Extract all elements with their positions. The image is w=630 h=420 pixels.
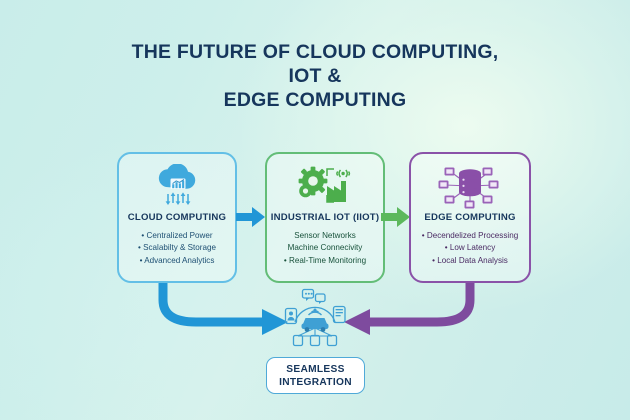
page-title: THE FUTURE OF CLOUD COMPUTING, IOT & EDG… [0, 40, 630, 112]
list-item: • Scalabilty & Storage [138, 243, 216, 253]
list-item: Sensor Networks [294, 231, 356, 240]
card-title-cloud-computing: CLOUD COMPUTING [127, 212, 227, 223]
curved-arrow-blue-path [158, 283, 266, 327]
list-item: • Low Latency [444, 243, 496, 253]
card-cloud-computing[interactable]: CLOUD COMPUTING • Centralized Power • Sc… [117, 152, 237, 283]
curved-arrow-purple-path [366, 283, 475, 327]
cloud-analytics-icon [119, 162, 235, 210]
database-network-icon [411, 162, 529, 210]
iot-devices-hub-icon [281, 288, 349, 348]
factory-gear-signal-icon [267, 162, 383, 210]
page-title-line-1: THE FUTURE OF CLOUD COMPUTING, [131, 41, 499, 63]
seamless-integration-badge[interactable]: SEAMLESS INTEGRATION [266, 357, 365, 394]
card-title-edge-computing: EDGE COMPUTING [424, 212, 516, 223]
list-item: • Advanced Analytics [139, 255, 215, 265]
list-item: • Real-Time Monitoring [283, 255, 367, 265]
list-item: • Decendelized Processing [421, 231, 519, 240]
card-industrial-iot[interactable]: INDUSTRIAL IOT (IIOT) Sensor Networks Ma… [265, 152, 385, 283]
list-item: Machine Connecivity [287, 243, 363, 253]
card-bullets-edge-computing: • Decendelized Processing • Low Latency … [411, 230, 529, 267]
list-item: • Centralized Power [141, 231, 213, 240]
badge-line-1: SEAMLESS [286, 363, 345, 375]
card-bullets-industrial-iot: Sensor Networks Machine Connecivity • Re… [267, 230, 383, 267]
arrow-right-green-icon [381, 205, 411, 229]
badge-line-2: INTEGRATION [279, 376, 352, 388]
page-title-line-2: IOT & [288, 65, 342, 87]
card-title-industrial-iot: INDUSTRIAL IOT (IIOT) [270, 212, 380, 223]
arrow-right-blue-icon [236, 205, 266, 229]
card-bullets-cloud-computing: • Centralized Power • Scalabilty & Stora… [119, 230, 235, 267]
card-edge-computing[interactable]: EDGE COMPUTING • Decendelized Processing… [409, 152, 531, 283]
list-item: • Local Data Analysis [432, 255, 508, 265]
page-title-line-3: EDGE COMPUTING [223, 89, 407, 111]
